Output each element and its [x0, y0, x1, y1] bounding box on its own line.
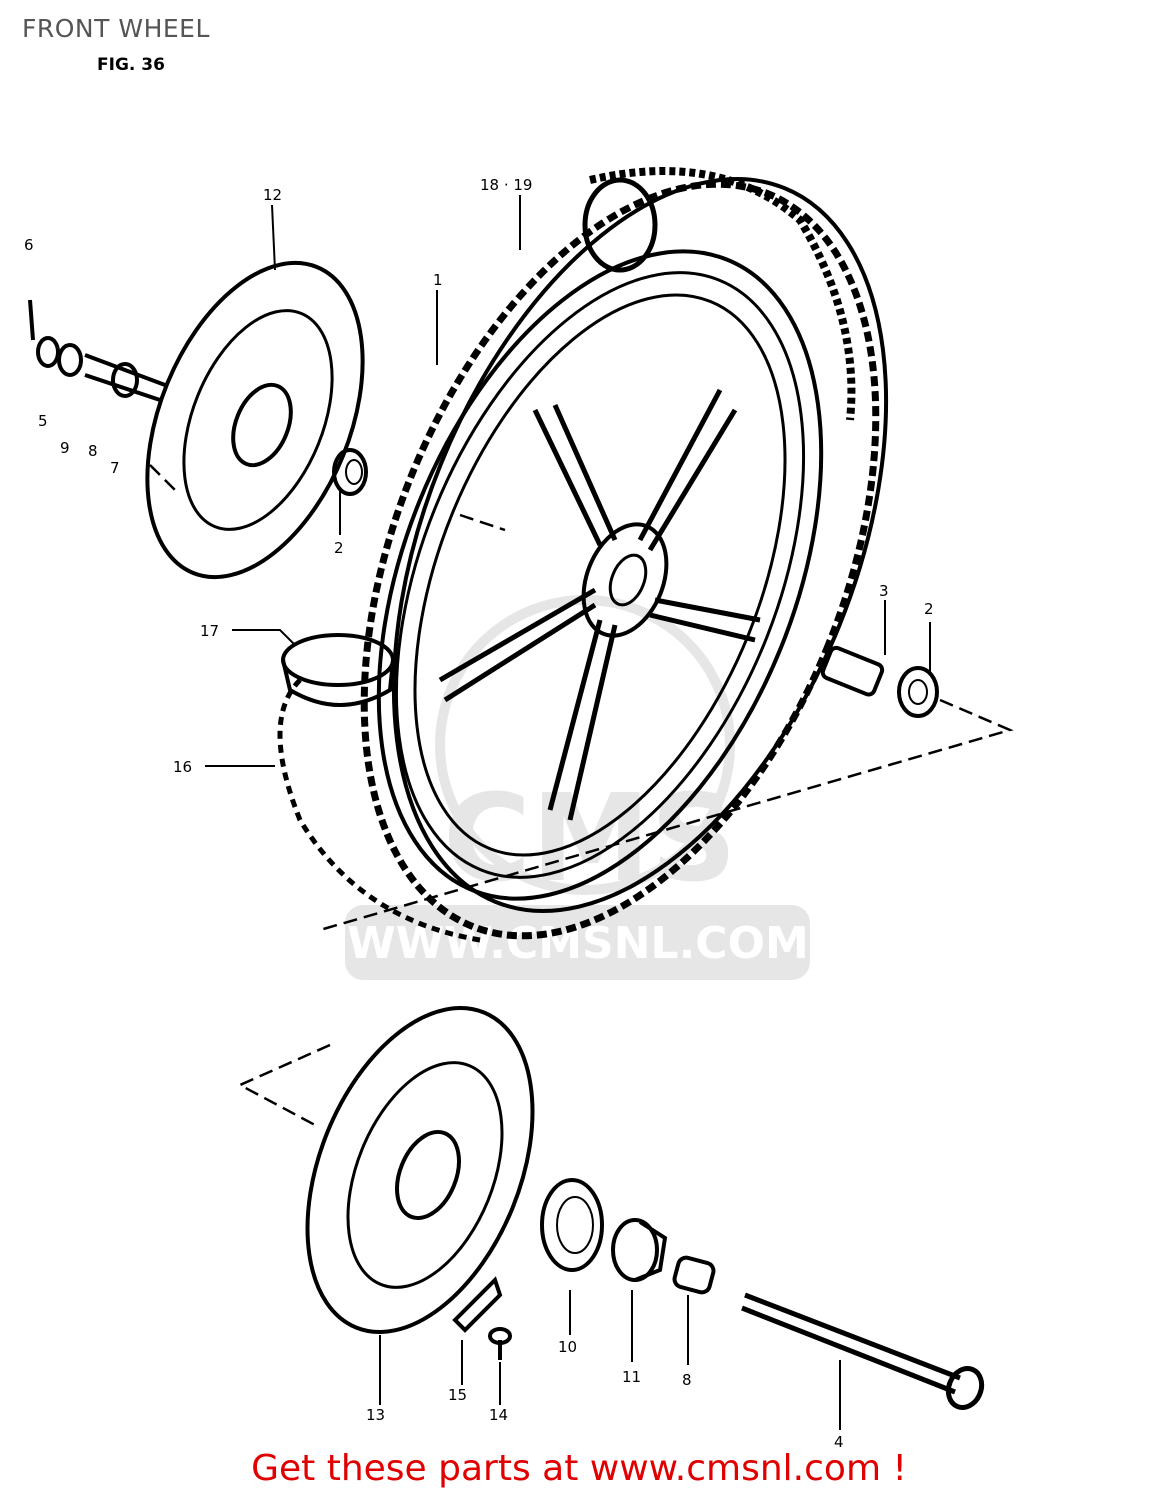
leader-lines: [205, 195, 931, 1430]
speedometer-gearbox-11: [611, 1218, 668, 1282]
watermark-url-text: WWW.CMSNL.COM: [347, 918, 809, 969]
footer-cta-link[interactable]: Get these parts at www.cmsnl.com !: [251, 1448, 907, 1489]
upper-brake-disc: [145, 260, 365, 580]
callout-labels: 1 2 2 3 4 5 6 7 8 8 9 10 11 12 13 14 15 …: [24, 176, 934, 1451]
callout-5: 5: [38, 412, 48, 430]
callout-4: 4: [834, 1433, 844, 1451]
callout-12: 12: [263, 186, 282, 204]
dust-seal-10: [540, 1178, 604, 1272]
callout-8-upper: 8: [88, 442, 98, 460]
valve-stem: [582, 177, 658, 273]
spacer-and-bearing-right: [820, 645, 939, 718]
fig-label: FIG. 36: [97, 55, 165, 75]
callout-15: 15: [448, 1386, 467, 1404]
callout-7: 7: [110, 459, 120, 477]
callout-10: 10: [558, 1338, 577, 1356]
axle-nut-stack: [28, 299, 166, 402]
callout-2-right: 2: [924, 600, 934, 618]
disc-lock-plate-and-bolt: [452, 1276, 512, 1360]
callout-16: 16: [173, 758, 192, 776]
callout-3: 3: [879, 582, 889, 600]
wheel-bearing-upper: [332, 448, 368, 496]
callout-13: 13: [366, 1406, 385, 1424]
callout-17: 17: [200, 622, 219, 640]
callout-2-upper: 2: [334, 539, 344, 557]
callout-8-lower: 8: [682, 1371, 692, 1389]
watermark: CMS WWW.CMSNL.COM: [345, 595, 810, 980]
spacer-8-lower: [672, 1255, 716, 1295]
front-wheel-assembly: [277, 167, 889, 943]
callout-9: 9: [60, 439, 70, 457]
assembly-axis-lines: [149, 464, 1014, 1127]
page-title: FRONT WHEEL: [22, 14, 210, 43]
front-axle: [741, 1292, 985, 1410]
callout-1: 1: [433, 271, 443, 289]
tire: [277, 167, 889, 943]
watermark-logo-text: CMS: [443, 770, 737, 909]
callout-18-19: 18 · 19: [480, 176, 532, 194]
lower-brake-disc: [305, 1005, 535, 1335]
tire-side-cap: [281, 633, 395, 707]
rim: [376, 249, 824, 901]
callout-11: 11: [622, 1368, 641, 1386]
callout-14: 14: [489, 1406, 508, 1424]
spokes: [438, 388, 761, 821]
callout-6: 6: [24, 236, 34, 254]
